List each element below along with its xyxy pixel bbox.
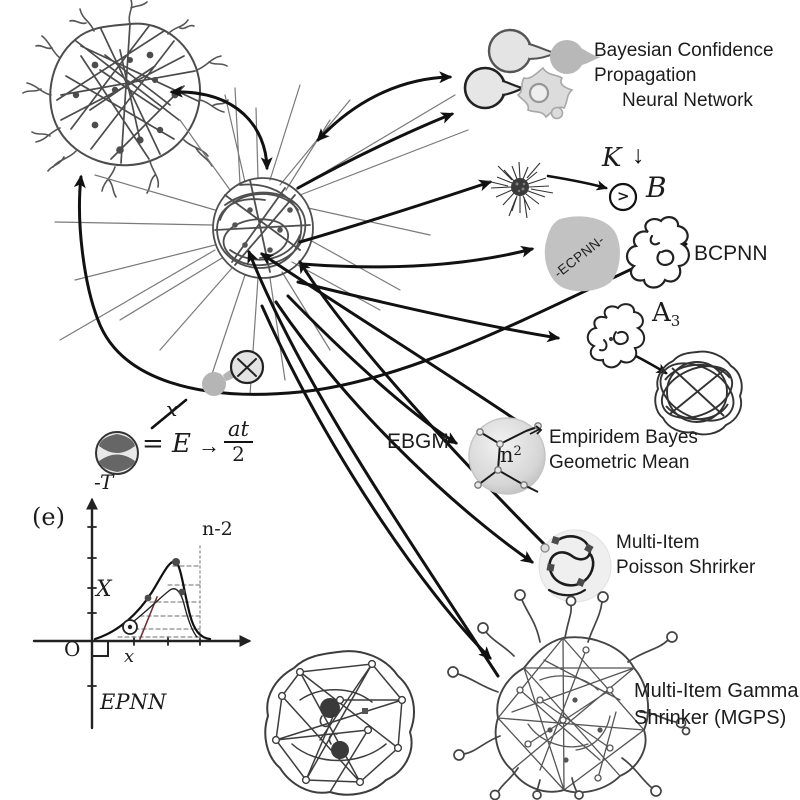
bcpnn-full-label: Bayesian Confidence Propagation Neural N… (594, 38, 774, 113)
equation-ball-icon (95, 431, 139, 475)
graph-n2-label: n-2 (202, 518, 233, 540)
mgps-blob-icon (447, 589, 691, 800)
mgps-line1: Multi-Item Gamma (634, 680, 799, 702)
mgps-line2: Shrinker (MGPS) (634, 707, 787, 729)
origin-right-angle (91, 640, 109, 657)
star-cell-icon (516, 66, 574, 120)
graph-X-label: X (96, 577, 112, 602)
b-symbol: B (646, 171, 667, 204)
down-arrow-icon: ↓ (632, 141, 645, 169)
fraction-numerator: at (224, 418, 253, 443)
graph-y-axis-label: -T (94, 470, 114, 494)
arrow-topleft-center (169, 85, 273, 171)
fraction-denominator: 2 (232, 442, 245, 466)
greater-symbol: > (617, 187, 630, 205)
inner-curve (127, 588, 198, 638)
arrow-mgps-return (247, 249, 500, 678)
top-left-network-blob-icon (22, 0, 229, 198)
scribble-blob-icon (626, 216, 690, 289)
arrow-center-balloon2 (296, 112, 455, 190)
mgps-label: Multi-Item Gamma Shrinker (MGPS) (634, 678, 798, 732)
arrow-center-a3 (296, 280, 561, 343)
bcpnn-full-line1: Bayesian Confidence (594, 40, 774, 61)
bcpnn-full-line3: Neural Network (622, 90, 753, 111)
equation-synapse-icon (150, 349, 265, 430)
equation-lhs: = E (142, 429, 192, 459)
arrow-center-mgps (260, 304, 492, 660)
ecpnn-blob-icon: -ECPNN- (544, 216, 620, 292)
graph-origin-label: O (64, 637, 81, 661)
main-curve (93, 560, 212, 641)
arrow-sweep-to-topleft (73, 174, 688, 396)
bottom-mesh-blob-icon (264, 650, 415, 796)
equation-x-label: x (166, 397, 178, 421)
graph-x-label: x (124, 646, 135, 667)
k-symbol: K (602, 143, 622, 173)
poisson-circle-icon (538, 529, 612, 603)
poisson-line1: Multi-Item (616, 532, 700, 553)
ebgm-label: EBGM (387, 430, 449, 453)
equation-arrow-icon: → (198, 433, 220, 458)
poisson-line2: Poisson Shrirker (616, 557, 756, 578)
bcpnn-label: BCPNN (694, 242, 768, 265)
poisson-label: Multi-Item Poisson Shrirker (616, 530, 755, 580)
circled-times-icon (229, 349, 265, 385)
graph-epnn-label: EPNN (100, 690, 167, 714)
arrow-poisson-return (298, 259, 558, 558)
arrows (73, 71, 688, 678)
equation-fraction: at 2 (224, 418, 253, 466)
ebgm-full-line2: Geometric Mean (549, 452, 690, 473)
arrow-center-balloons (316, 71, 453, 142)
a3-squiggle-icon (586, 303, 646, 369)
gray-blob-icon (550, 40, 601, 74)
n-squared-label: n2 (500, 443, 522, 467)
arrow-center-poisson (274, 300, 534, 564)
ebgm-sphere-icon (468, 417, 546, 495)
a3-label: A3 (652, 298, 681, 330)
ebgm-full-label: Empiridem Bayes Geometric Mean (549, 425, 698, 475)
arrow-ebgm-return (260, 252, 524, 426)
arrow-spiky-kb (546, 174, 609, 191)
epnn-graph (32, 497, 252, 730)
bcpnn-icon-group (463, 28, 601, 120)
graph-panel-label: (e) (32, 503, 65, 531)
arrow-center-ebgm (286, 294, 459, 445)
ebgm-full-line1: Empiridem Bayes (549, 427, 698, 448)
spiky-ball-icon (486, 161, 554, 219)
kb-notation-circle (608, 182, 638, 212)
arrow-center-ecpnn (300, 245, 535, 269)
arrow-center-spiky (298, 179, 493, 244)
rose-tangle-icon (654, 350, 743, 436)
bcpnn-full-line2: Propagation (594, 65, 697, 86)
